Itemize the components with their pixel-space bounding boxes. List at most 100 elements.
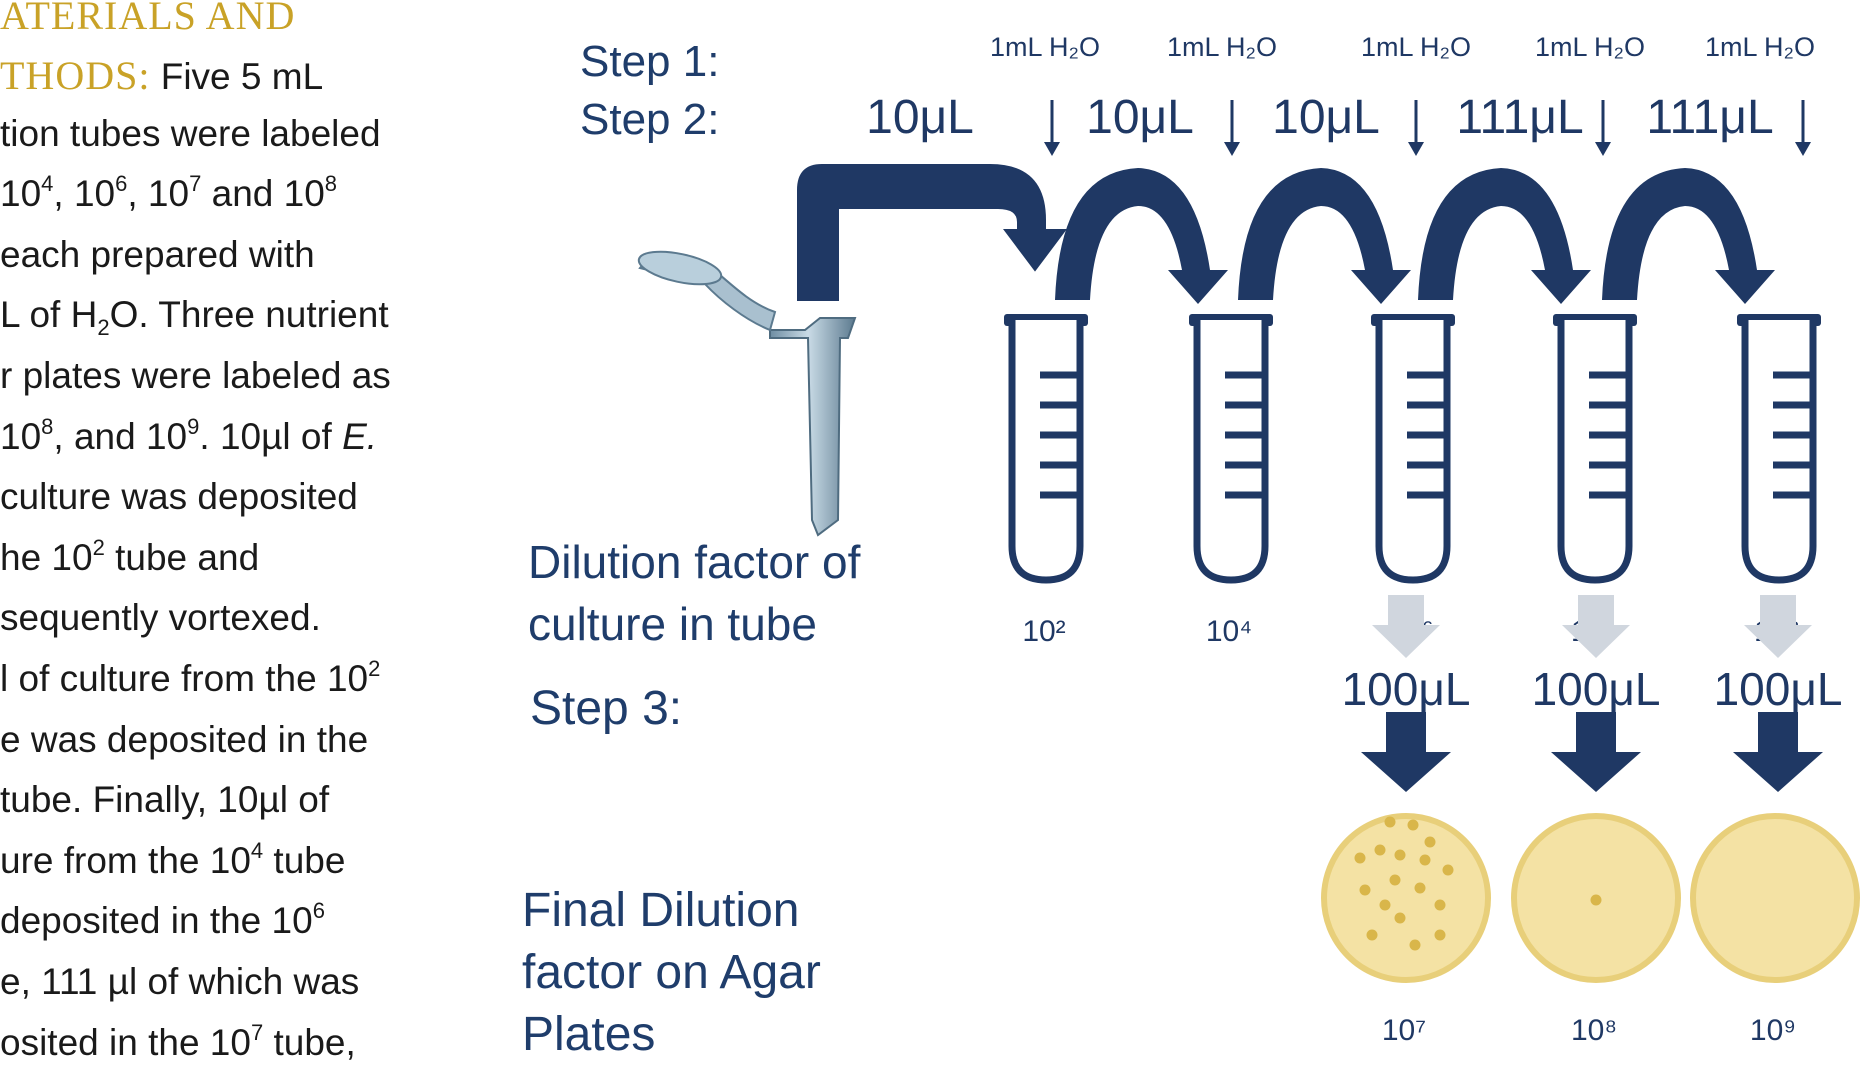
water-down-arrow-head [1795,142,1811,156]
water-down-arrow-head [1408,142,1424,156]
text-fragment: sequently vortexed. [0,597,321,639]
colony-dot [1409,939,1421,951]
water-volume-label: 1mL H₂O [990,32,1100,62]
text-fragment: ure from the 10 [0,839,251,881]
plating-volume-label: 100μL [1714,663,1843,715]
methods-text-line: each prepared with [0,234,315,276]
dilution-tube [1004,314,1088,584]
water-volume-label: 1mL H₂O [1535,32,1645,62]
step1-label: Step 1: [580,37,719,86]
methods-text-line: he 102 tube and [0,534,259,579]
arc-arrow-4 [1602,168,1775,304]
tube-dilution-caption-line2: culture in tube [528,598,817,650]
text-fragment: . 10µl of [199,415,343,457]
section-heading-line1: ATERIALS AND [0,0,296,38]
colony-dot [1434,929,1446,941]
text-fragment: 10 [0,415,42,457]
text-fragment: l of culture from the 10 [0,658,369,699]
text-fragment: deposited in the 10 [0,900,313,942]
text-fragment: 8 [324,171,338,197]
plating-down-arrow [1361,712,1451,792]
text-fragment: e, 111 µl of which was [0,961,360,1002]
tube-dilution-label: 10² [1022,615,1065,648]
text-fragment: e was deposited in the [0,718,369,760]
text-fragment: 6 [312,898,325,924]
text-fragment: r plates were labeled as [0,355,391,396]
colony-dot [1384,816,1396,828]
text-fragment: 7 [189,171,202,197]
text-fragment: 4 [250,837,264,863]
arc-arrow-3 [1418,168,1591,304]
colony-dot [1394,849,1406,861]
arc-arrow-2 [1238,168,1411,304]
methods-text-line: 108, and 109. 10µl of E. [0,413,378,458]
transfer-volume-label: 111μL [1646,91,1773,144]
colony-dot [1379,899,1391,911]
colony-dot [1354,852,1366,864]
text-fragment: , 10 [127,173,190,215]
dilution-tube [1371,314,1455,584]
transfer-volume-label: 111μL [1456,91,1583,144]
plating-volume-label: 100μL [1532,663,1661,715]
text-fragment: , and 10 [53,415,188,457]
plating-gray-arrow [1744,595,1812,658]
methods-text-line: sequently vortexed. [0,597,321,639]
plating-down-arrow [1551,712,1641,792]
colony-dot [1414,882,1426,894]
text-fragment: he 10 [0,536,93,578]
text-fragment: each prepared with [0,233,315,275]
transfer-volume-label: 10μL [1086,91,1194,144]
final-caption-line3: Plates [522,1008,655,1061]
transfer-volume-label: 10μL [1272,91,1380,144]
text-fragment: tube. Finally, 10µl of [0,779,330,821]
methods-text-line: tion tubes were labeled [0,113,381,155]
dilution-tube [1553,314,1637,584]
text-fragment: O. Three nutrient [109,294,389,336]
section-heading-line2: THODS: [0,53,151,98]
text-fragment: E. [342,415,378,457]
dilution-tube [1189,314,1273,584]
text-fragment: tion tubes were labeled [0,112,381,154]
methods-text-line: THODS: Five 5 mL [0,52,323,99]
step2-label: Step 2: [580,95,719,144]
text-fragment: osited in the 10 [0,1021,251,1063]
colony-dot [1407,819,1419,831]
methods-text-line: 104, 106, 107 and 108 [0,173,337,215]
colony-dot [1419,854,1431,866]
agar-plate [1321,813,1491,983]
text-fragment: tube [263,839,346,881]
text-fragment: 6 [115,171,128,197]
text-fragment: 8 [41,413,54,439]
plating-down-arrow [1733,712,1823,792]
methods-text-line: e, 111 µl of which was [0,961,359,1003]
plating-volume-label: 100μL [1342,663,1471,715]
final-caption-line1: Final Dilution [522,884,799,937]
dilution-tube [1737,314,1821,584]
tube-dilution-label: 10⁴ [1206,615,1252,648]
water-down-arrow-head [1044,142,1060,156]
colony-dot [1424,836,1436,848]
colony-dot [1359,884,1371,896]
methods-text-column: ATERIALS AND THODS: Five 5 mL tion tubes w… [0,0,520,1079]
methods-text-line: ure from the 104 tube [0,837,346,882]
water-down-arrow-head [1595,142,1611,156]
arc-arrow-1 [1055,168,1228,304]
initial-transfer-arrow [797,164,1067,301]
plate-dilution-label: 10⁷ [1382,1014,1426,1047]
text-fragment: , 10 [53,173,116,215]
colony-dot [1389,874,1401,886]
methods-text-line: l of culture from the 102 [0,658,380,700]
text-fragment: 10 [0,173,42,215]
methods-text-line: L of H2O. Three nutrient [0,294,389,339]
final-caption-line2: factor on Agar [522,946,821,999]
text-fragment: 2 [92,534,105,560]
agar-plate [1511,813,1681,983]
colony-dot [1434,899,1446,911]
colony-dot [1590,894,1602,906]
methods-text-line: culture was deposited [0,476,358,518]
colony-dot [1366,929,1378,941]
agar-plate [1690,813,1860,983]
text-fragment: L of H [0,294,98,336]
methods-text-line: osited in the 107 tube, [0,1021,356,1064]
